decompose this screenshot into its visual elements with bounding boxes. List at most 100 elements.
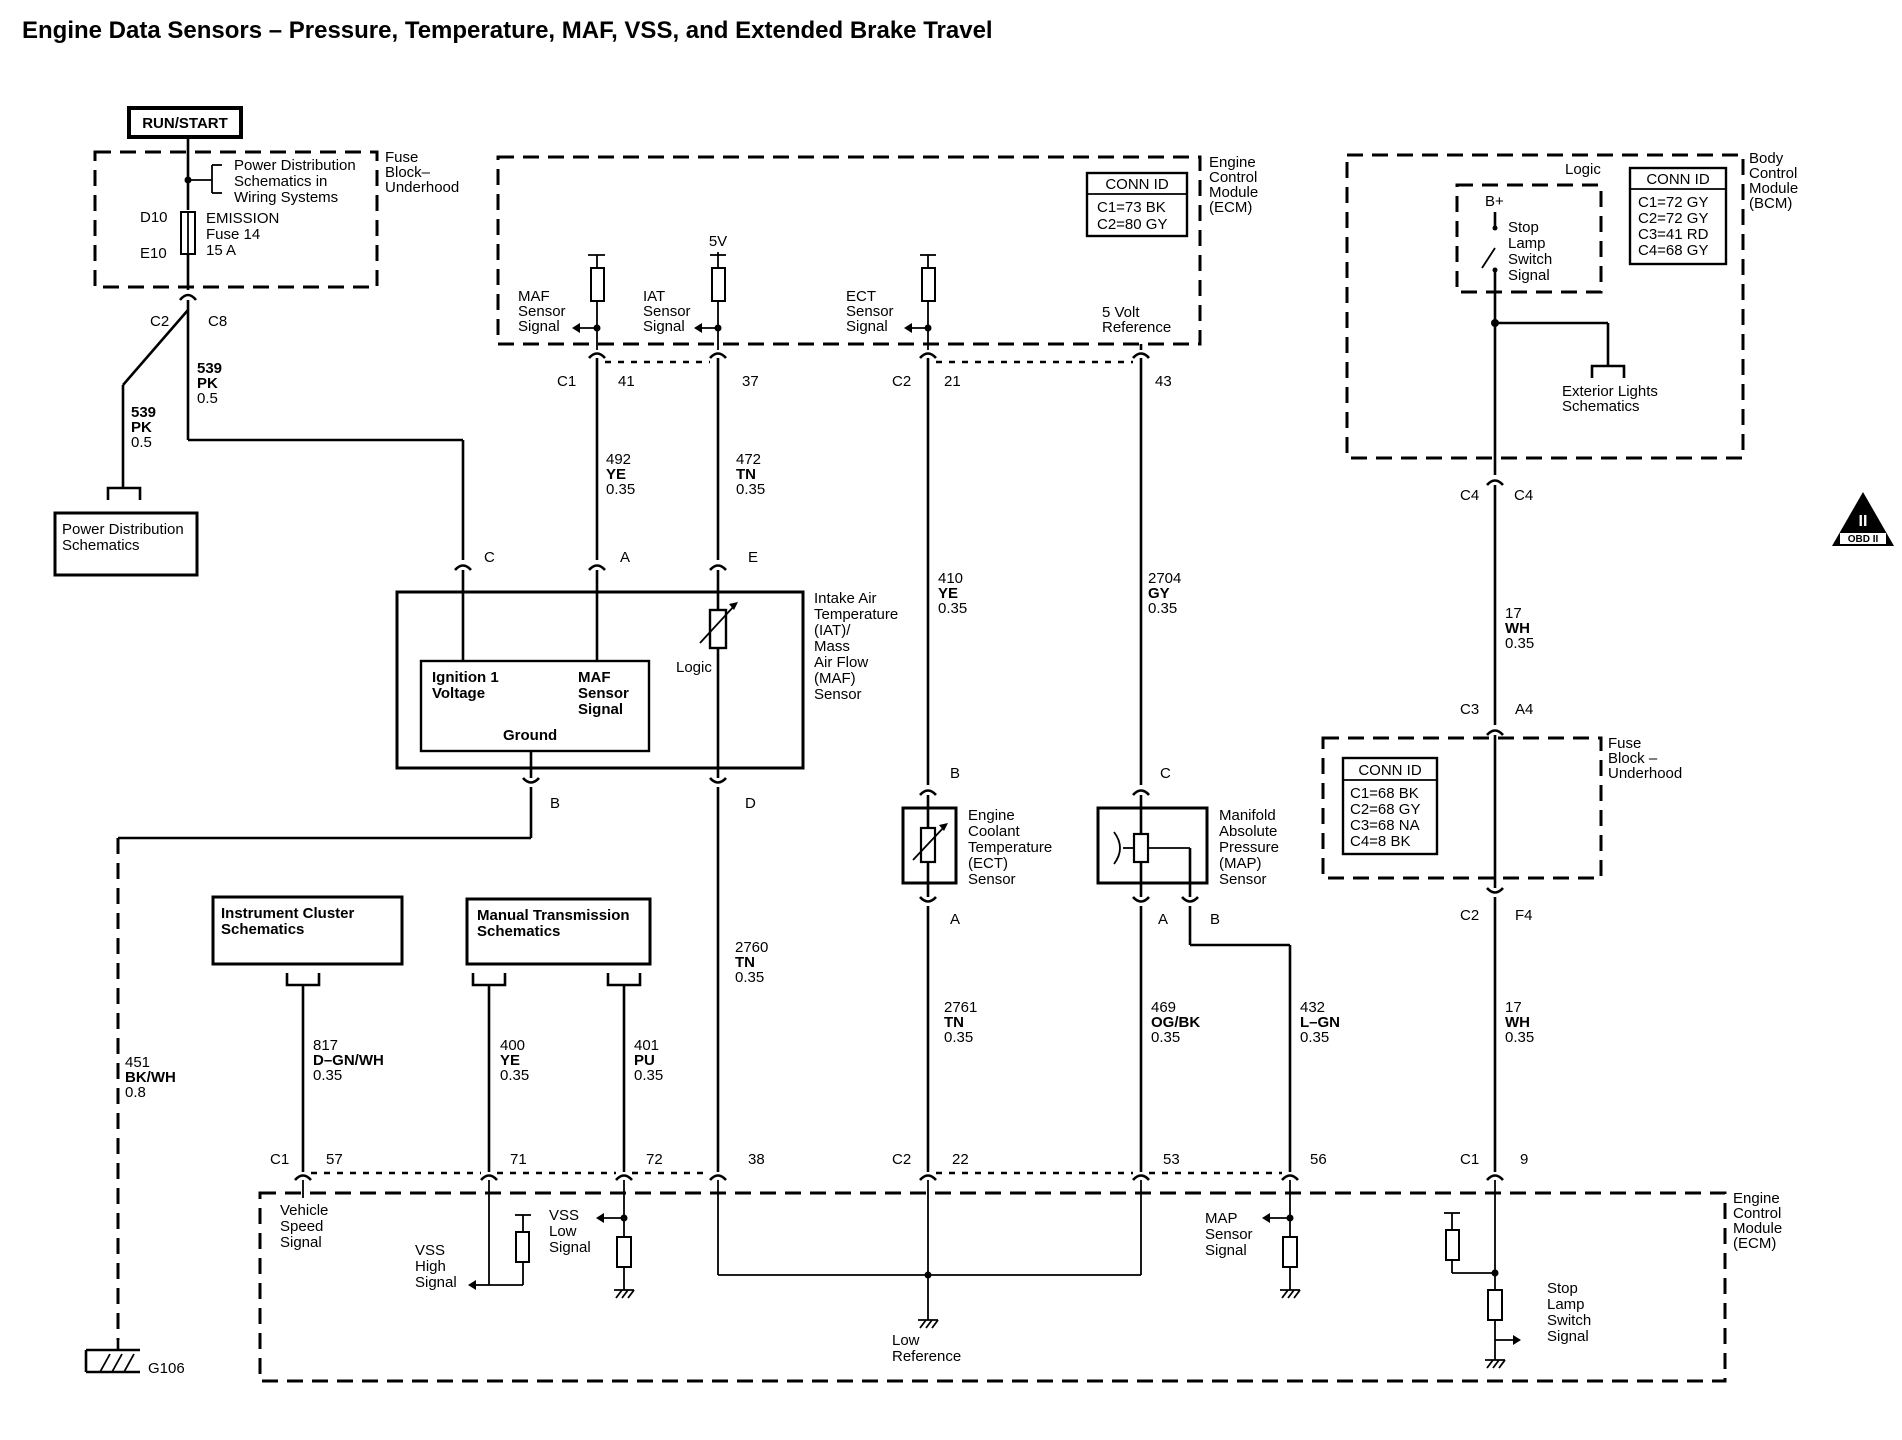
svg-text:B: B [1210,911,1220,928]
wire-469: 469 OG/BK 0.35 [1151,999,1200,1046]
svg-text:C2: C2 [892,1151,911,1168]
fuse-block-underhood-right: C3 A4 Fuse Block – Underhood CONN ID C1=… [1321,701,1682,924]
svg-text:PU: PU [634,1052,655,1069]
svg-text:(IAT)/: (IAT)/ [814,622,851,639]
svg-text:Schematics: Schematics [221,921,304,938]
svg-text:Sensor: Sensor [1205,1226,1253,1243]
svg-text:IAT: IAT [643,288,665,305]
svg-text:0.35: 0.35 [606,481,635,498]
emission-fuse-label: EMISSION Fuse 14 15 A [206,210,279,259]
svg-text:Engine: Engine [1209,154,1256,171]
fuse-block-underhood-top: Fuse Block– Underhood Power Distribution… [93,139,459,290]
svg-text:Coolant: Coolant [968,823,1021,840]
svg-text:Vehicle: Vehicle [280,1202,328,1219]
svg-text:C1: C1 [1460,1151,1479,1168]
svg-text:0.35: 0.35 [634,1067,663,1084]
svg-text:Mass: Mass [814,638,850,655]
power-dist-ref-label: Power Distribution Schematics in Wiring … [234,157,356,206]
svg-text:Wiring Systems: Wiring Systems [234,189,338,206]
bcm-c4-right: C4 [1514,487,1533,504]
svg-text:YE: YE [606,466,626,483]
svg-text:9: 9 [1520,1151,1528,1168]
svg-text:0.35: 0.35 [1505,635,1534,652]
svg-text:Schematics in: Schematics in [234,173,327,190]
svg-text:TN: TN [736,466,756,483]
svg-text:56: 56 [1310,1151,1327,1168]
svg-text:Engine: Engine [968,807,1015,824]
svg-text:Sensor: Sensor [643,303,691,320]
svg-text:VSS: VSS [415,1242,445,1259]
svg-text:A4: A4 [1515,701,1533,718]
low-reference-label: Low Reference [892,1332,961,1365]
svg-text:Sensor: Sensor [1219,871,1267,888]
bcm-conn-id-table: CONN ID C1=72 GY C2=72 GY C3=41 RD C4=68… [1628,166,1728,266]
svg-text:MAF: MAF [518,288,550,305]
obd-ii-badge: OBD II II [1832,492,1894,546]
svg-text:C3=41 RD: C3=41 RD [1638,226,1709,243]
svg-text:MAP: MAP [1205,1210,1238,1227]
svg-text:Underhood: Underhood [385,179,459,196]
svg-text:0.35: 0.35 [735,969,764,986]
svg-text:A: A [950,911,960,928]
svg-text:CONN ID: CONN ID [1358,762,1422,779]
svg-text:YE: YE [938,585,958,602]
diagram-title: Engine Data Sensors – Pressure, Temperat… [22,17,993,44]
svg-text:0.5: 0.5 [197,390,218,407]
iat-maf-sensor: C A E Logic Ignition 1 Voltage MAF Senso… [395,549,898,812]
svg-text:Signal: Signal [1508,267,1550,284]
svg-text:CONN ID: CONN ID [1105,176,1169,193]
wire-410: 410 YE 0.35 [938,570,967,617]
wire-817: 817 D–GN/WH 0.35 [313,1037,384,1084]
svg-text:(MAP): (MAP) [1219,855,1262,872]
svg-text:0.5: 0.5 [131,434,152,451]
obd-label: OBD II [1848,534,1879,545]
svg-text:Ignition 1: Ignition 1 [432,669,499,686]
svg-text:C2: C2 [1460,907,1479,924]
svg-text:0.35: 0.35 [736,481,765,498]
svg-text:B: B [950,765,960,782]
svg-text:Signal: Signal [1205,1242,1247,1259]
ecm-bottom-connectors: C1 57 71 72 38 C2 22 53 56 C1 9 [270,1151,1528,1181]
svg-text:Stop: Stop [1508,219,1539,236]
svg-text:C1: C1 [270,1151,289,1168]
bcm-c4-left: C4 [1460,487,1479,504]
conn-c8-top: C8 [208,313,227,330]
svg-text:0.35: 0.35 [500,1067,529,1084]
ect-sensor-label: Engine Coolant Temperature (ECT) Sensor [968,807,1052,888]
svg-text:(ECT): (ECT) [968,855,1008,872]
svg-text:CONN ID: CONN ID [1646,171,1710,188]
svg-text:Power Distribution: Power Distribution [234,157,356,174]
svg-text:(ECM): (ECM) [1733,1235,1776,1252]
svg-text:Signal: Signal [578,701,623,718]
svg-text:Schematics: Schematics [477,923,560,940]
svg-text:(MAF): (MAF) [814,670,856,687]
svg-text:492: 492 [606,451,631,468]
svg-text:Underhood: Underhood [1608,765,1682,782]
svg-text:Power Distribution: Power Distribution [62,521,184,538]
wire-17-b: 17 WH 0.35 [1505,999,1534,1046]
svg-text:Manual Transmission: Manual Transmission [477,907,630,924]
svg-text:Fuse 14: Fuse 14 [206,226,260,243]
svg-text:TN: TN [735,954,755,971]
wire-401: 401 PU 0.35 [634,1037,663,1084]
svg-text:C: C [1160,765,1171,782]
svg-text:0.35: 0.35 [938,600,967,617]
wire-432: 432 L–GN 0.35 [1300,999,1340,1046]
svg-text:Fuse: Fuse [385,149,418,166]
svg-text:PK: PK [197,375,218,392]
svg-text:2704: 2704 [1148,570,1181,587]
map-sensor-signal-label: MAP Sensor Signal [1205,1210,1253,1259]
run-start-label: RUN/START [127,106,243,139]
svg-text:F4: F4 [1515,907,1533,924]
svg-text:PK: PK [131,419,152,436]
vss-low-signal-label: VSS Low Signal [549,1207,591,1256]
iat-sensor-signal-label: IAT Sensor Signal [643,288,691,335]
svg-text:C1=72 GY: C1=72 GY [1638,194,1708,211]
five-v-label: 5V [709,233,727,250]
ignition-voltage-label: Ignition 1 Voltage [432,669,499,702]
svg-text:C1=68 BK: C1=68 BK [1350,785,1419,802]
svg-text:71: 71 [510,1151,527,1168]
ecm-top-label: Engine Control Module (ECM) [1209,154,1258,216]
svg-text:0.8: 0.8 [125,1084,146,1101]
